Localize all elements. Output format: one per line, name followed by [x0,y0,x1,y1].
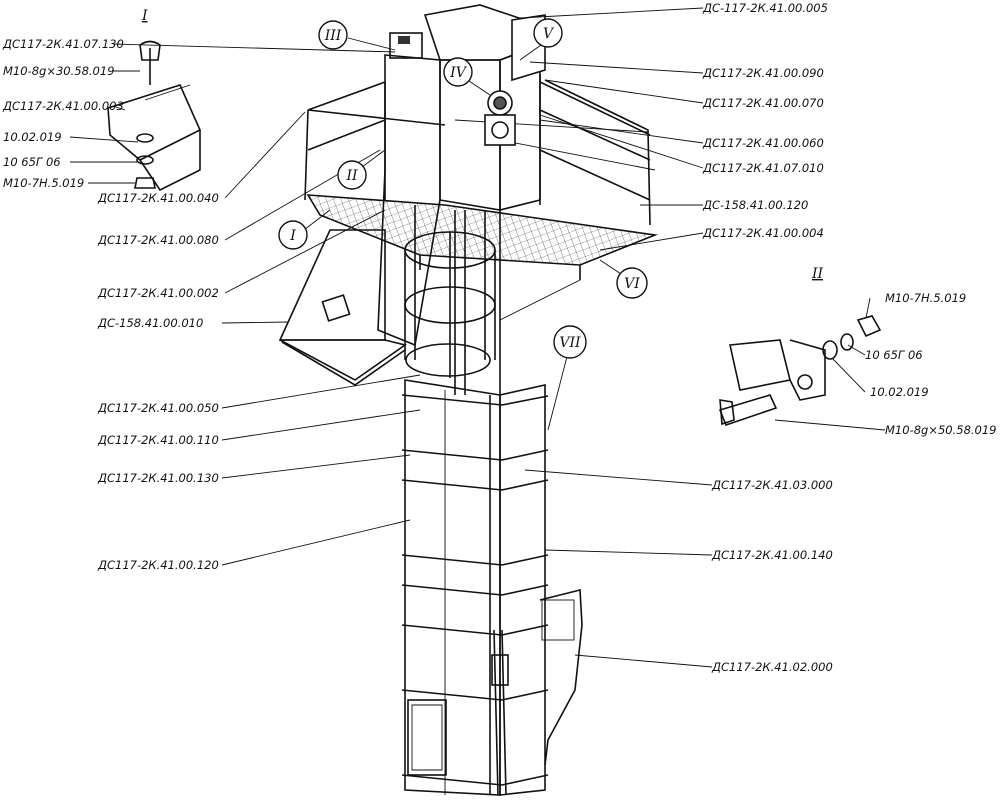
label-right-9: ДС117-2К.41.00.140 [711,548,833,562]
label-right-5: ДС117-2К.41.07.010 [702,161,824,175]
svg-text:V: V [543,26,555,42]
casing-right-face [499,384,546,796]
casing-flanges [401,394,549,786]
svg-text:VI: VI [624,276,640,292]
label-left-2: ДС117-2К.41.00.040 [97,191,219,205]
clamp-plate [107,84,202,161]
callout-I: I [278,220,308,250]
detail-I-label-1: М10-8g×30.58.019 [3,64,115,78]
nut [134,177,156,189]
callout-IV: IV [443,57,473,87]
bottom-door [407,699,447,776]
detail-I-label-3: 10.02.019 [3,130,62,144]
callout-VI: VI [616,267,648,299]
label-left-5: ДС-158.41.00.010 [97,316,203,330]
label-left-9: ДС117-2К.41.00.120 [97,558,219,572]
callout-V: V [533,18,563,48]
view-callouts: III IV V II I VI VII [278,18,648,359]
svg-text:IV: IV [449,65,468,81]
label-left-1: ДС117-2К.41.07.130 [2,37,124,51]
label-right-2: ДС117-2К.41.00.090 [702,66,824,80]
detail-I-label-5: М10-7Н.5.019 [3,176,84,190]
callout-III: III [318,20,348,50]
label-right-7: ДС117-2К.41.00.004 [702,226,824,240]
svg-text:VII: VII [559,335,581,351]
label-right-3: ДС117-2К.41.00.070 [702,96,824,110]
detail-II-label-4: М10-8g×50.58.019 [885,423,997,437]
svg-text:III: III [324,28,342,44]
label-left-7: ДС117-2К.41.00.110 [97,433,219,447]
svg-text:I: I [289,228,296,244]
detail-II-label-1: М10-7Н.5.019 [885,291,966,305]
label-right-8: ДС117-2К.41.03.000 [711,478,833,492]
detail-I-label-2: ДС117-2К.41.00.003 [2,99,124,113]
label-right-6: ДС-158.41.00.120 [702,198,808,212]
label-left-3: ДС117-2К.41.00.080 [97,233,219,247]
detail-II [718,315,882,427]
ladder-cage [404,205,496,378]
detail-I-label-4: 10 65Г 06 [3,155,61,169]
bolt-head [139,40,161,61]
part-labels: ДС-117-2К.41.00.005 ДС117-2К.41.00.090 Д… [2,1,997,674]
label-left-8: ДС117-2К.41.00.130 [97,471,219,485]
label-right-1: ДС-117-2К.41.00.005 [702,1,828,15]
bracket-bar [729,339,791,391]
boot-cover [539,588,583,766]
label-left-6: ДС117-2К.41.00.050 [97,401,219,415]
view-title-II: II [811,266,824,282]
service-platform [304,75,659,321]
callout-II: II [337,160,367,190]
washer [136,133,154,143]
bolt [718,394,778,427]
view-title-I: I [141,8,148,24]
elevator-body [278,4,659,796]
detail-II-label-2: 10 65Г 06 [865,348,923,362]
callout-VII: VII [553,325,587,359]
washer-flat [822,340,838,360]
leader-lines [69,7,886,668]
detail-II-label-3: 10.02.019 [870,385,929,399]
detail-I [107,40,202,192]
label-right-4: ДС117-2К.41.00.060 [702,136,824,150]
nut-II [856,315,882,338]
washer-spring [840,333,854,351]
label-right-10: ДС117-2К.41.02.000 [711,660,833,674]
label-left-4: ДС117-2К.41.00.002 [97,286,219,300]
svg-text:II: II [345,168,358,184]
